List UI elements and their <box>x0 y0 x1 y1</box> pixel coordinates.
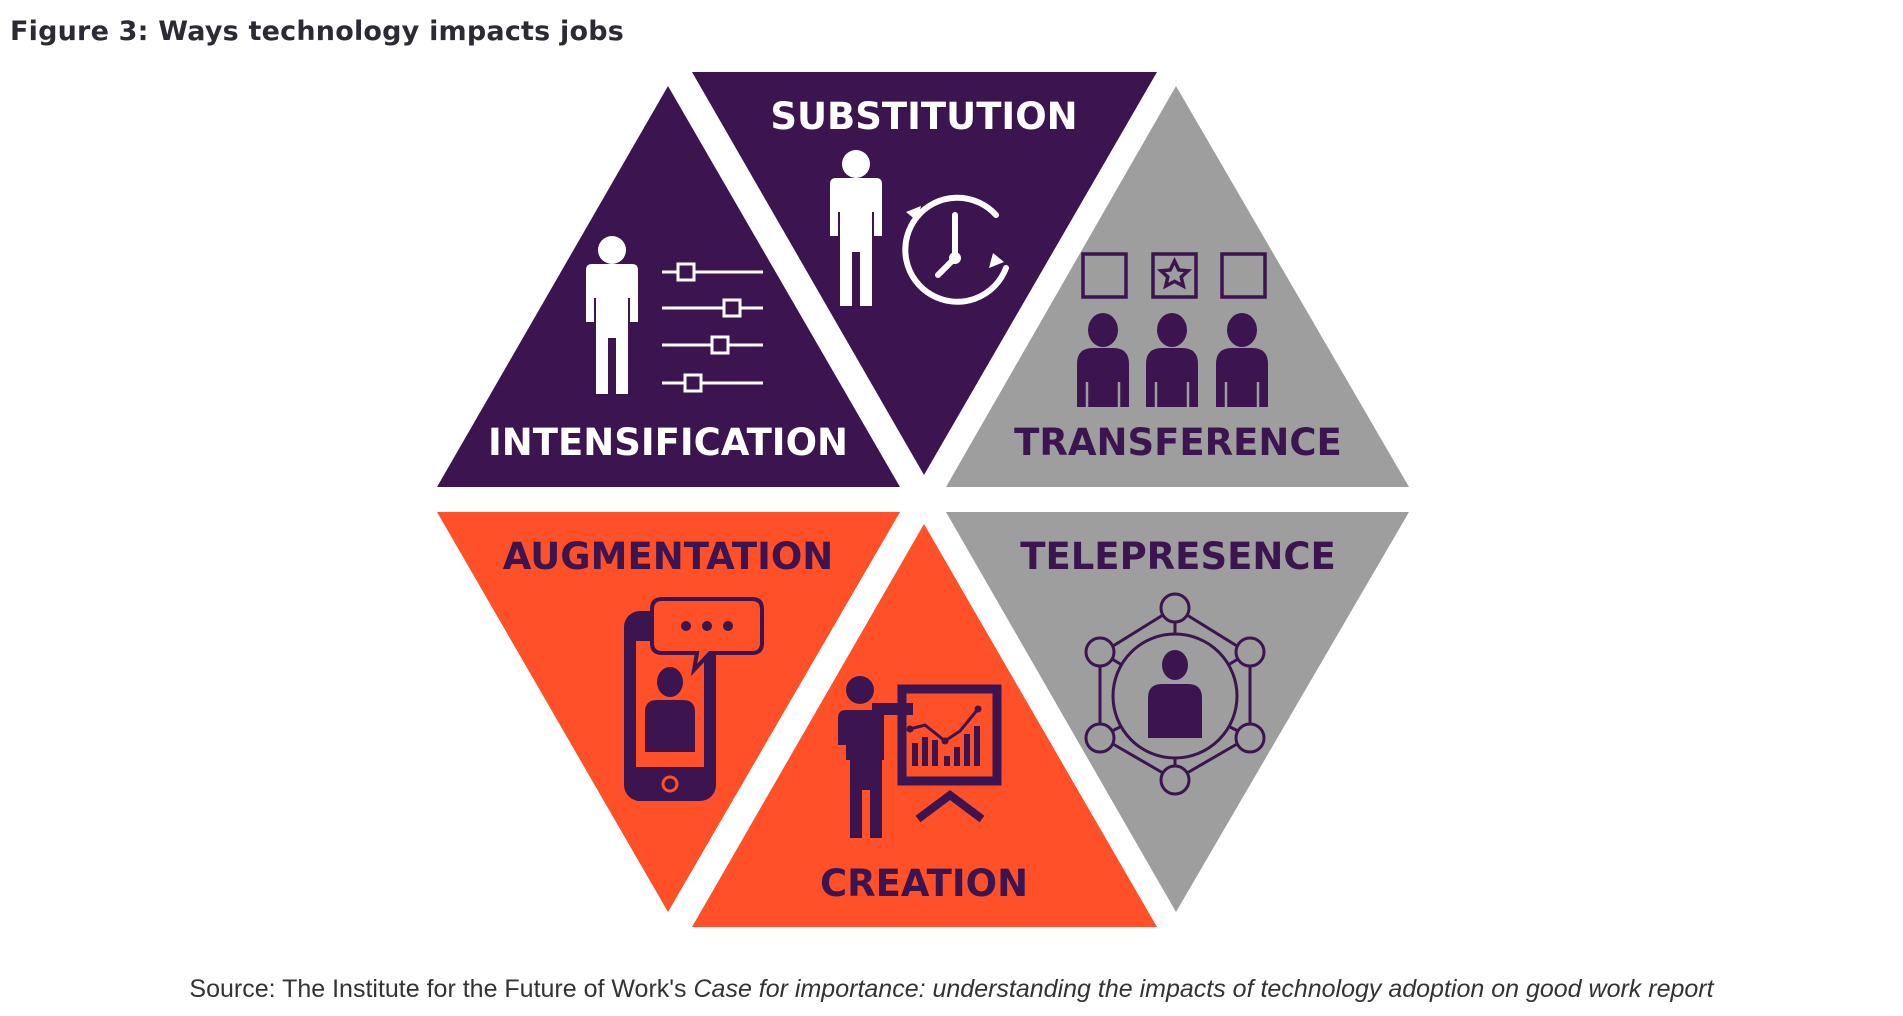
creation-label: CREATION <box>820 862 1028 905</box>
substitution-segment <box>692 72 1157 475</box>
telepresence-label: TELEPRESENCE <box>1020 535 1336 578</box>
source-report-title: Case for importance: understanding the i… <box>693 975 1714 1003</box>
figure-title: Figure 3: Ways technology impacts jobs <box>10 16 625 47</box>
augmentation-label: AUGMENTATION <box>503 535 834 578</box>
transference-segment <box>946 86 1409 487</box>
source-note: Source: The Institute for the Future of … <box>0 975 1903 1004</box>
person-clock-icon <box>830 150 1009 306</box>
presenter-chart-icon <box>838 676 1002 838</box>
intensification-label: INTENSIFICATION <box>488 421 848 464</box>
person-network-icon <box>1084 592 1266 796</box>
substitution-label: SUBSTITUTION <box>770 95 1077 138</box>
intensification-segment <box>437 86 900 487</box>
person-sliders-icon <box>586 236 763 394</box>
people-rating-icon <box>1077 252 1268 407</box>
transference-label: TRANSFERENCE <box>1014 421 1342 464</box>
phone-chat-icon <box>624 597 764 801</box>
source-prefix: Source: The Institute for the Future of … <box>189 975 694 1003</box>
